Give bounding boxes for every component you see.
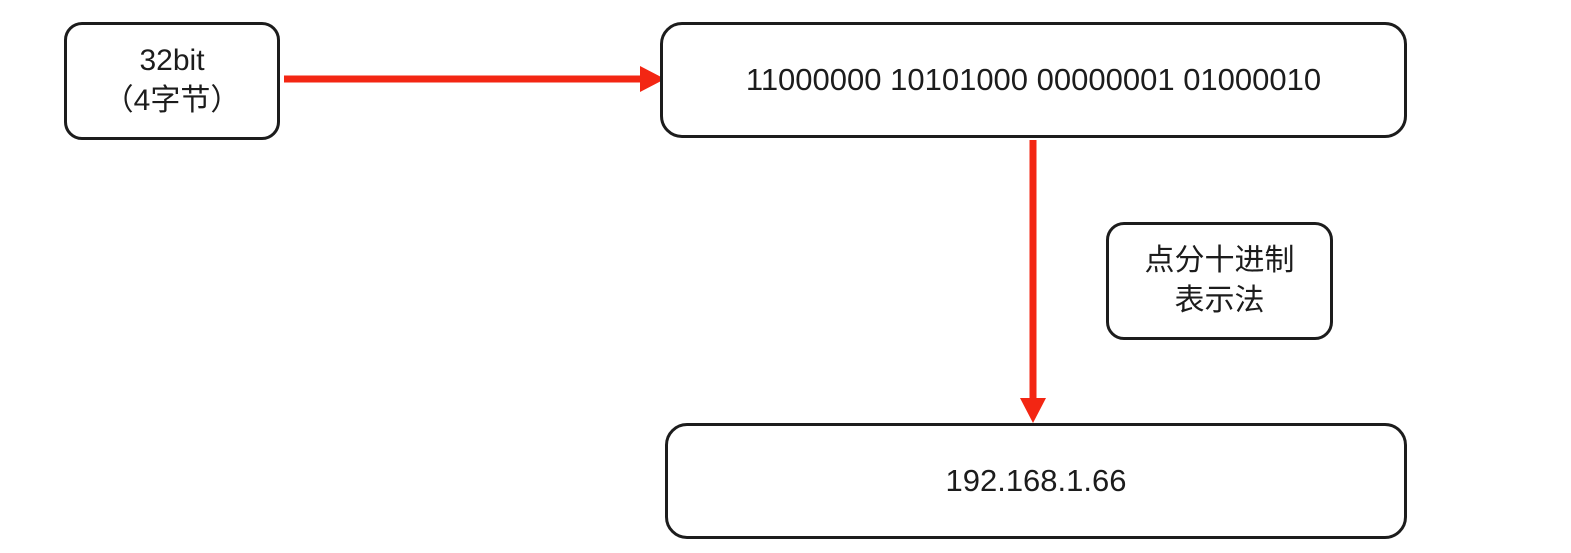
node-32bit: 32bit （4字节） bbox=[64, 22, 280, 140]
node-binary-address: 11000000 10101000 00000001 01000010 bbox=[660, 22, 1407, 138]
node-32bit-label-line1: 32bit bbox=[139, 44, 205, 78]
arrow-binary-to-decimal-head bbox=[1020, 398, 1046, 423]
node-dotted-decimal-notation: 点分十进制 表示法 bbox=[1106, 222, 1333, 340]
node-dotted-decimal-notation-line1: 点分十进制 bbox=[1144, 243, 1295, 277]
arrow-bits-to-binary bbox=[284, 66, 665, 92]
node-decimal-address: 192.168.1.66 bbox=[665, 423, 1407, 539]
node-dotted-decimal-notation-line2: 表示法 bbox=[1174, 284, 1265, 317]
arrow-binary-to-decimal bbox=[1020, 140, 1046, 423]
node-32bit-label-line2: （4字节） bbox=[103, 84, 241, 117]
node-decimal-address-label: 192.168.1.66 bbox=[945, 463, 1127, 498]
node-binary-address-label: 11000000 10101000 00000001 01000010 bbox=[745, 62, 1322, 97]
